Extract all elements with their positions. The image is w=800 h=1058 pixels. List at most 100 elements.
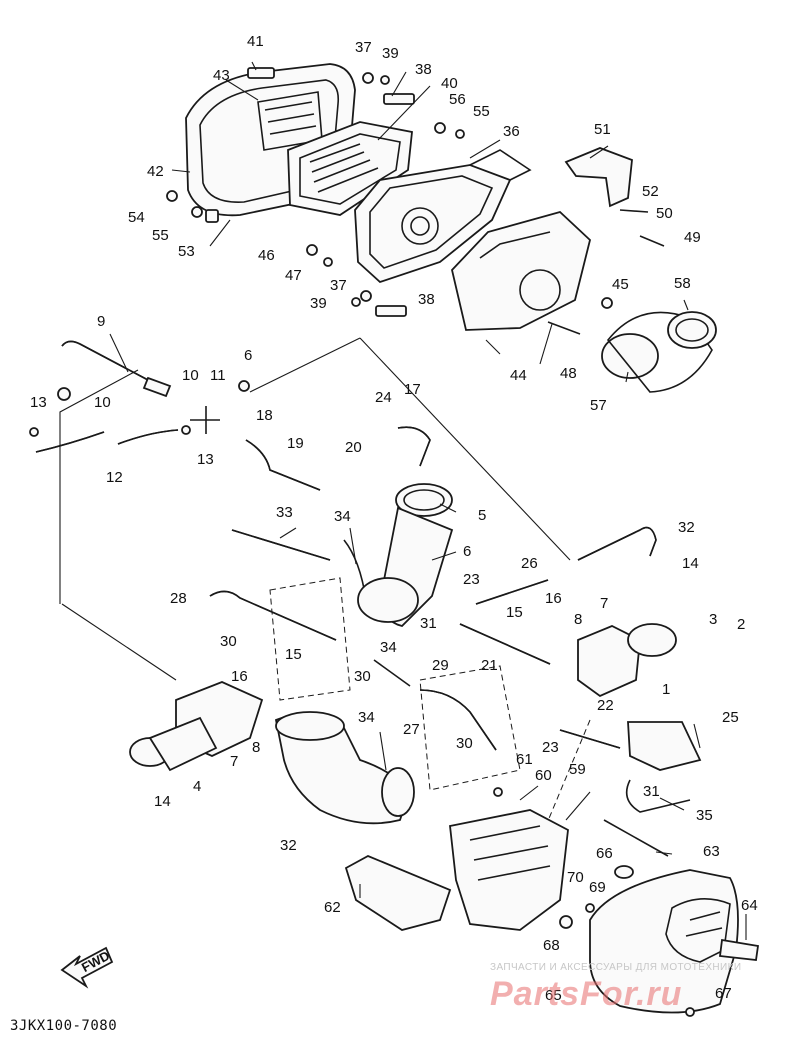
fwd-arrow-icon: FWD [60, 946, 114, 989]
part-code: 3JKX100-7080 [10, 1018, 118, 1034]
callout-17: 17 [404, 381, 421, 398]
callout-7: 7 [600, 595, 608, 612]
callout-30: 30 [220, 633, 237, 650]
throttle-body-left [129, 681, 264, 772]
callout-49: 49 [684, 229, 701, 246]
callout-52: 52 [642, 183, 659, 200]
callout-38: 38 [415, 61, 432, 78]
callout-13: 13 [197, 451, 214, 468]
air-filter-element [287, 121, 413, 216]
callout-10: 10 [94, 394, 111, 411]
callout-21: 21 [481, 657, 498, 674]
callout-25: 25 [722, 709, 739, 726]
callout-61: 61 [516, 751, 533, 768]
callout-14: 14 [682, 555, 699, 572]
callout-63: 63 [703, 843, 720, 860]
callout-10: 10 [182, 367, 199, 384]
callout-3: 3 [709, 611, 717, 628]
callout-43: 43 [213, 67, 230, 84]
callout-12: 12 [106, 469, 123, 486]
callout-39: 39 [310, 295, 327, 312]
callout-30: 30 [456, 735, 473, 752]
callout-60: 60 [535, 767, 552, 784]
callout-20: 20 [345, 439, 362, 456]
carb-joint-upper [343, 483, 454, 627]
leader-lines [59, 61, 747, 940]
callout-48: 48 [560, 365, 577, 382]
callout-37: 37 [330, 277, 347, 294]
callout-32: 32 [280, 837, 297, 854]
watermark-logo: PartsFor.ru [490, 975, 683, 1013]
engine-outline [269, 577, 591, 841]
callout-11: 11 [210, 367, 226, 384]
callout-51: 51 [594, 121, 611, 138]
callout-35: 35 [696, 807, 713, 824]
callout-15: 15 [506, 604, 523, 621]
callout-68: 68 [543, 937, 560, 954]
callout-56: 56 [449, 91, 466, 108]
callout-54: 54 [128, 209, 145, 226]
breather-hoses [29, 340, 657, 561]
callout-4: 4 [193, 778, 201, 795]
callout-34: 34 [334, 508, 351, 525]
watermark-caption: ЗАПЧАСТИ И АКСЕССУАРЫ ДЛЯ МОТОТЕХНИКИ [490, 962, 742, 973]
air-case-bracket [451, 210, 592, 331]
callout-38: 38 [418, 291, 435, 308]
callout-16: 16 [545, 590, 562, 607]
lower-bracket-62 [344, 855, 452, 931]
callout-22: 22 [597, 697, 614, 714]
callout-26: 26 [521, 555, 538, 572]
air-filter-case [354, 149, 532, 284]
callout-31: 31 [420, 615, 437, 632]
callout-70: 70 [567, 869, 584, 886]
callout-64: 64 [741, 897, 758, 914]
callout-58: 58 [674, 275, 691, 292]
intake-joint-57-58 [601, 311, 717, 393]
callout-5: 5 [478, 507, 486, 524]
callout-34: 34 [358, 709, 375, 726]
callout-23: 23 [463, 571, 480, 588]
callout-44: 44 [510, 367, 527, 384]
callout-14: 14 [154, 793, 171, 810]
callout-2: 2 [737, 616, 745, 633]
callout-62: 62 [324, 899, 341, 916]
throttle-body-right [577, 623, 702, 771]
callout-37: 37 [355, 39, 372, 56]
callout-8: 8 [252, 739, 260, 756]
callout-34: 34 [380, 639, 397, 656]
side-cover-65 [589, 869, 760, 1014]
cover-bracket-51 [564, 147, 633, 208]
callout-69: 69 [589, 879, 606, 896]
callout-6: 6 [463, 543, 471, 560]
callout-23: 23 [542, 739, 559, 756]
callout-65: 65 [545, 987, 562, 1004]
callout-1: 1 [662, 681, 670, 698]
mount-bracket [449, 809, 569, 931]
callout-46: 46 [258, 247, 275, 264]
callout-40: 40 [441, 75, 458, 92]
callout-66: 66 [596, 845, 613, 862]
callout-42: 42 [147, 163, 164, 180]
callout-27: 27 [403, 721, 420, 738]
callout-55: 55 [473, 103, 490, 120]
callout-24: 24 [375, 389, 392, 406]
callout-9: 9 [97, 313, 105, 330]
callout-18: 18 [256, 407, 273, 424]
callout-6: 6 [244, 347, 252, 364]
callout-33: 33 [276, 504, 293, 521]
callout-15: 15 [285, 646, 302, 663]
callout-67: 67 [715, 985, 732, 1002]
callout-32: 32 [678, 519, 695, 536]
callout-30: 30 [354, 668, 371, 685]
callout-36: 36 [503, 123, 520, 140]
rods-and-hoses-middle [209, 529, 691, 813]
fasteners-top [166, 67, 665, 335]
callout-47: 47 [285, 267, 302, 284]
callout-29: 29 [432, 657, 449, 674]
callout-59: 59 [569, 761, 586, 778]
callout-55: 55 [152, 227, 169, 244]
callout-7: 7 [230, 753, 238, 770]
callout-57: 57 [590, 397, 607, 414]
